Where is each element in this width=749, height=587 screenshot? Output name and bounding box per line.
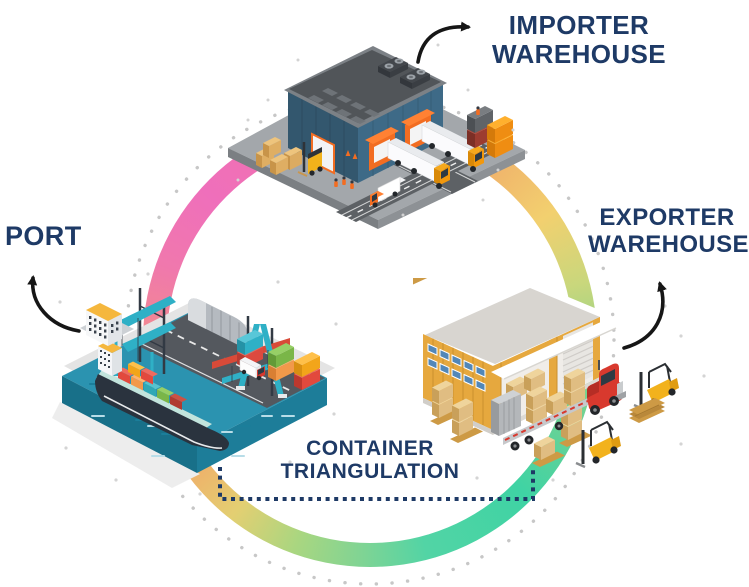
port-label: PORT xyxy=(5,221,115,251)
title-line: TRIANGULATION xyxy=(280,460,460,484)
roof-skylights xyxy=(308,88,380,124)
semi-truck xyxy=(387,138,450,189)
loading-docks xyxy=(365,109,435,171)
label-line: WAREHOUSE xyxy=(588,230,749,258)
label-line: WAREHOUSE xyxy=(491,39,667,70)
importer-warehouse-illustration xyxy=(228,43,526,229)
wall-windows xyxy=(427,343,486,392)
label-line: PORT xyxy=(5,221,82,251)
speckle-dots xyxy=(58,272,338,496)
importer-warehouse-label: IMPORTER WAREHOUSE xyxy=(488,10,670,70)
ground-shadow xyxy=(52,402,200,488)
container-yard-stacks xyxy=(237,330,320,390)
port-truck xyxy=(239,357,265,381)
title-line: CONTAINER xyxy=(306,437,434,460)
traffic-cones xyxy=(345,150,358,159)
exporter-warehouse-label: EXPORTER WAREHOUSE xyxy=(588,204,749,259)
diagram-title: CONTAINER TRIANGULATION xyxy=(250,437,490,483)
port-illustration xyxy=(52,272,338,496)
truck-cab xyxy=(587,360,626,415)
curved-arrow-icon xyxy=(622,281,667,350)
worker-figure xyxy=(334,178,338,187)
exporter-warehouse-illustration xyxy=(413,278,706,482)
warehouse-building xyxy=(284,46,447,183)
deck-containers xyxy=(118,361,187,410)
forklift xyxy=(575,420,621,469)
label-line: EXPORTER xyxy=(599,204,735,231)
pallet-crate xyxy=(532,436,565,467)
wooden-pallet-stack xyxy=(629,398,665,423)
cargo-ship xyxy=(95,328,229,451)
speckle-dots xyxy=(236,43,515,217)
flatbed-truck xyxy=(491,360,626,451)
curved-arrow-icon xyxy=(416,21,471,64)
delivery-truck xyxy=(370,176,406,208)
container-stack xyxy=(467,106,513,158)
canopy xyxy=(491,321,616,379)
label-line: IMPORTER xyxy=(508,10,650,40)
port-office-building xyxy=(80,303,134,346)
roof-vent-units xyxy=(378,57,430,89)
curved-arrow-icon xyxy=(27,275,81,333)
